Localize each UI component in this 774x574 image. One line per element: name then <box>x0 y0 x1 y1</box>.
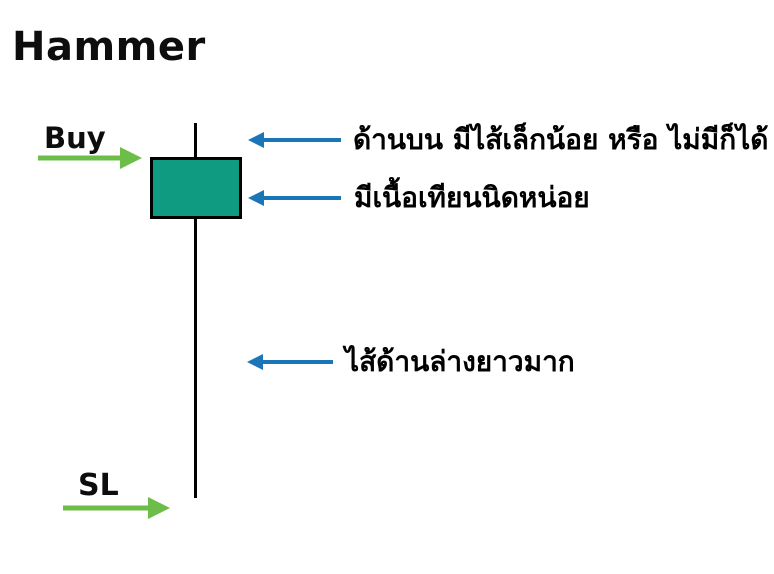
page-title: Hammer <box>12 24 206 70</box>
upper-wick-arrow-head <box>248 132 264 148</box>
buy-arrow-head <box>120 147 142 169</box>
hammer-candlestick <box>150 123 242 498</box>
sl-label: SL <box>78 468 119 503</box>
sl-arrow-head <box>148 497 170 519</box>
upper-wick-arrow-icon <box>248 132 341 148</box>
annotation-lower-wick: ไส้ด้านล่างยาวมาก <box>345 345 575 378</box>
body-arrow-head <box>248 190 264 206</box>
body-arrow-icon <box>248 190 341 206</box>
buy-label: Buy <box>44 121 106 155</box>
candle-body <box>150 157 242 219</box>
lower-wick-arrow-head <box>247 354 263 370</box>
annotation-body: มีเนื้อเทียนนิดหน่อย <box>354 181 590 214</box>
annotation-upper-wick: ด้านบน มีไส้เล็กน้อย หรือ ไม่มีก็ได้ <box>353 123 769 156</box>
lower-wick-arrow-icon <box>247 354 333 370</box>
sl-arrow-icon <box>63 497 170 519</box>
buy-arrow-icon <box>38 147 142 169</box>
